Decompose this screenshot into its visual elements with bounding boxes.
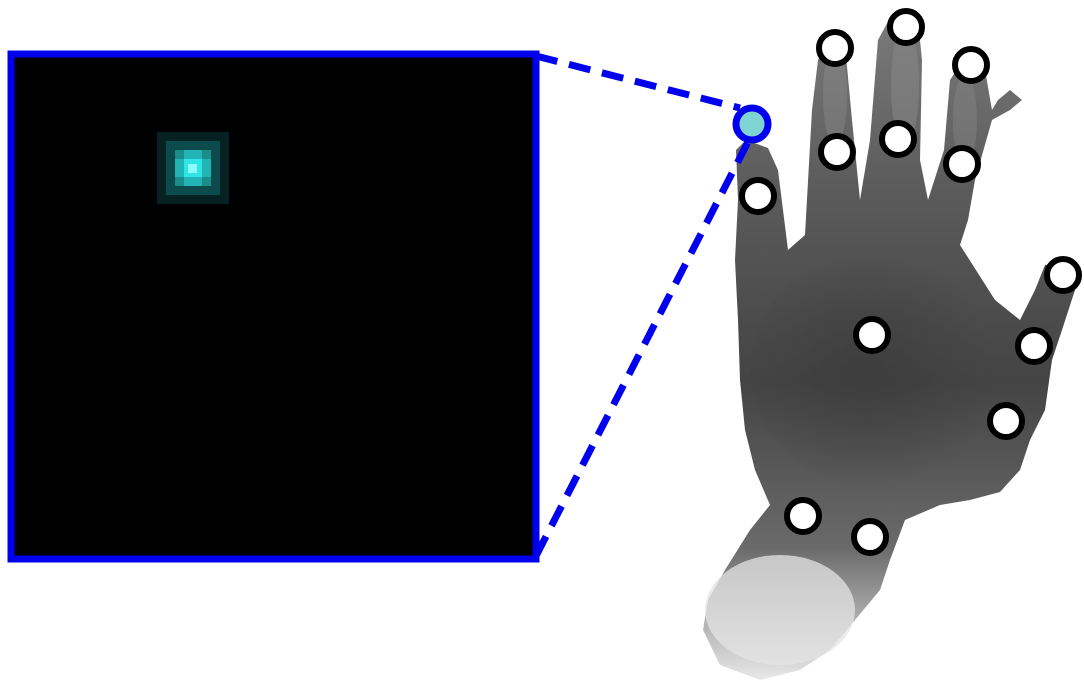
joint-index-tip: [816, 29, 854, 67]
joint-index-mid: [818, 133, 856, 171]
joint-pinky-tip: [1044, 256, 1082, 294]
heatmap-inset: [7, 50, 540, 563]
heatmap-panel: [7, 50, 540, 563]
heatmap-peak: [157, 132, 229, 204]
joint-thumb-tip: [739, 177, 777, 215]
joint-selected-fingertip: [732, 104, 772, 144]
joint-ring-mid: [943, 145, 981, 183]
connector-line-bottom: [532, 140, 752, 558]
joint-middle-tip: [887, 8, 925, 46]
joint-ring-tip: [952, 46, 990, 84]
connector-line-top: [535, 52, 741, 112]
joint-wrist-left: [784, 497, 822, 535]
joint-wrist-right: [851, 518, 889, 556]
joint-pinky-base: [987, 402, 1025, 440]
joint-middle-mid: [879, 120, 917, 158]
joint-markers: [732, 8, 1082, 556]
zoom-connector: [532, 52, 752, 558]
joint-palm-center: [853, 316, 891, 354]
joint-pinky-mid: [1015, 327, 1053, 365]
